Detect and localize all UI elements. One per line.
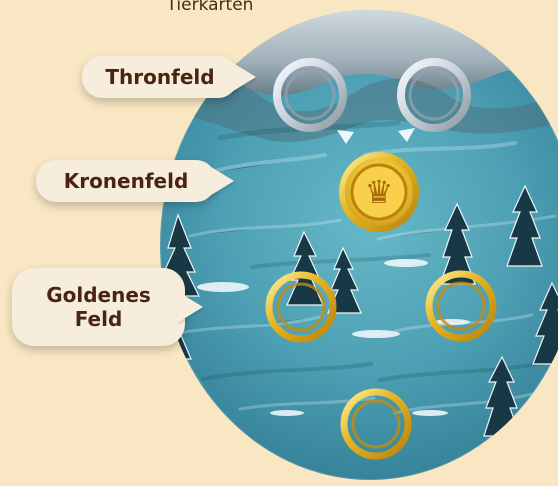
- goldenes-feld-callout: Goldenes Feld: [12, 268, 185, 346]
- kronenfeld-callout: Kronenfeld: [36, 160, 216, 202]
- golden-field-left: [269, 275, 333, 339]
- kronenfeld-label: Kronenfeld: [64, 169, 189, 193]
- throne-field-left: [277, 62, 343, 128]
- thronfeld-callout: Thronfeld: [82, 56, 238, 98]
- direction-markers: [337, 128, 415, 144]
- crown-field: ♛: [342, 155, 416, 229]
- golden-field-bottom: [344, 392, 408, 456]
- goldenes-feld-label: Goldenes Feld: [46, 283, 151, 331]
- thronfeld-label: Thronfeld: [105, 65, 214, 89]
- golden-field-right: [429, 274, 493, 338]
- snow-patches: [197, 259, 470, 416]
- crown-icon: ♛: [365, 173, 394, 211]
